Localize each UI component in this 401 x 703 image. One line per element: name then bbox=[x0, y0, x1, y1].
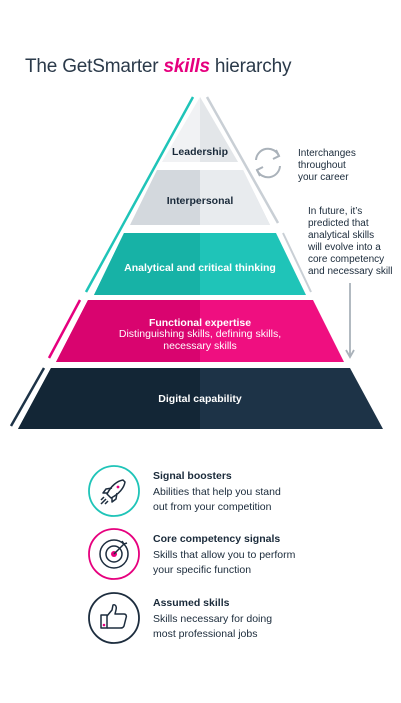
annotation-line: core competency bbox=[308, 254, 385, 265]
tier-digital-shade bbox=[18, 368, 200, 429]
legend-desc-assumed-skills: Skills necessary for doing most professi… bbox=[153, 612, 313, 642]
tier-functional-shade bbox=[56, 300, 200, 362]
down-arrow-icon bbox=[345, 283, 355, 359]
legend-title-signal-boosters: Signal boosters bbox=[153, 470, 232, 482]
title-suffix: hierarchy bbox=[209, 56, 292, 77]
annotation-line: analytical skills bbox=[308, 230, 375, 241]
legend-line: Abilities that help you stand bbox=[153, 486, 281, 498]
label-leadership: Leadership bbox=[171, 146, 229, 158]
annotation-line: and necessary skill bbox=[308, 266, 393, 277]
annotation-line: will evolve into a bbox=[308, 242, 381, 253]
label-functional: Functional expertise bbox=[148, 317, 252, 329]
tier-analytical-shade bbox=[94, 233, 200, 295]
legend-line: your specific function bbox=[153, 564, 252, 576]
annotation-interchange: Interchanges throughout your career bbox=[298, 148, 356, 184]
legend-title-core-competency: Core competency signals bbox=[153, 533, 281, 545]
label-interpersonal: Interpersonal bbox=[166, 195, 234, 207]
label-digital: Digital capability bbox=[158, 393, 242, 405]
legend-line: Skills necessary for doing bbox=[153, 613, 273, 625]
annotation-line: throughout bbox=[298, 160, 346, 171]
pyramid-diagram bbox=[9, 96, 383, 429]
thumbs-up-icon bbox=[88, 592, 140, 644]
tier-interpersonal-shade bbox=[200, 170, 270, 225]
label-analytical: Analytical and critical thinking bbox=[124, 262, 276, 274]
legend-line: most professional jobs bbox=[153, 628, 258, 640]
annotation-future: In future, it’s predicted that analytica… bbox=[308, 206, 392, 278]
grey-outline bbox=[205, 96, 280, 224]
label-functional-sub1: Distinguishing skills, defining skills, bbox=[118, 328, 282, 340]
grey-outline-lower bbox=[282, 232, 312, 293]
legend-desc-signal-boosters: Abilities that help you stand out from y… bbox=[153, 485, 313, 515]
page-title: The GetSmarter skills hierarchy bbox=[25, 56, 291, 78]
teal-outline bbox=[84, 96, 195, 293]
target-icon bbox=[88, 528, 140, 580]
annotation-line: predicted that bbox=[308, 218, 369, 229]
rocket-icon bbox=[88, 465, 140, 517]
navy-outline bbox=[9, 367, 46, 427]
legend-line: Skills that allow you to perform bbox=[153, 549, 296, 561]
annotation-line: your career bbox=[298, 172, 349, 183]
label-functional-sub2: necessary skills bbox=[163, 340, 237, 352]
title-emphasis: skills bbox=[163, 56, 211, 77]
annotation-line: In future, it’s bbox=[308, 206, 363, 217]
legend-title-assumed-skills: Assumed skills bbox=[153, 597, 230, 609]
cycle-icon bbox=[255, 147, 281, 179]
magenta-outline bbox=[47, 299, 82, 359]
title-prefix: The GetSmarter bbox=[25, 56, 164, 77]
legend-line: out from your competition bbox=[153, 501, 272, 513]
legend-desc-core-competency: Skills that allow you to perform your sp… bbox=[153, 548, 313, 578]
annotation-line: Interchanges bbox=[298, 148, 356, 159]
tier-leadership-shade bbox=[200, 97, 238, 162]
